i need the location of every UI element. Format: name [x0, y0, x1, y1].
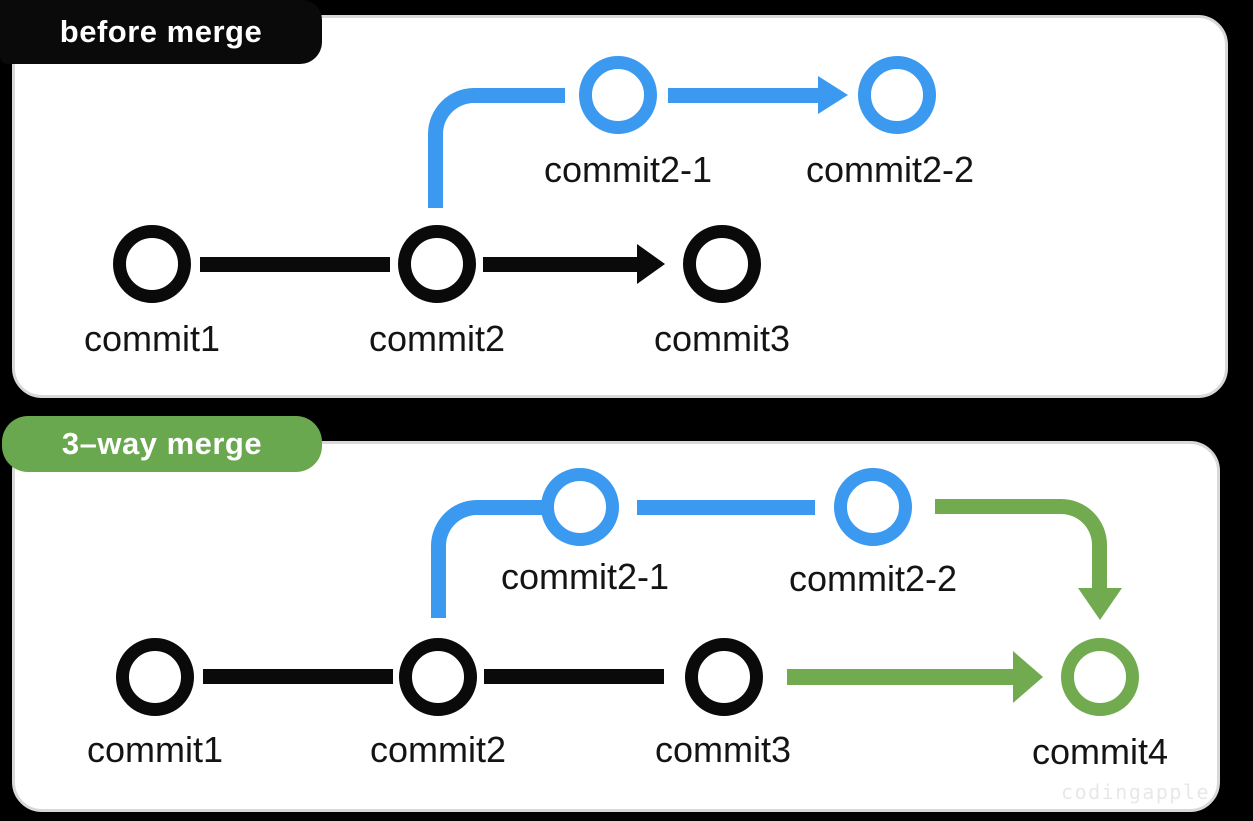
edge-commit1-commit2 [200, 257, 390, 272]
node-commit2-1 [579, 56, 657, 134]
label-commit1: commit1 [83, 318, 221, 359]
branch-curve-commit2-commit2-1-merge [431, 500, 542, 618]
label-commit2-2: commit2-2 [805, 149, 975, 190]
label-commit1-merge: commit1 [86, 729, 224, 770]
node-commit3-merge [685, 638, 763, 716]
watermark: codingapple [1061, 780, 1210, 804]
label-commit3-merge: commit3 [654, 729, 792, 770]
badge-before-merge-label: before merge [59, 14, 263, 49]
node-commit3 [683, 225, 761, 303]
arrowhead-commit2-2-commit4 [1078, 588, 1122, 620]
badge-3way-merge: 3–way merge [2, 416, 322, 472]
arrowhead-commit2-commit3 [637, 244, 665, 284]
node-commit2-merge [399, 638, 477, 716]
merge-curve-commit2-2-commit4 [935, 499, 1107, 591]
node-commit2 [398, 225, 476, 303]
label-commit2: commit2 [368, 318, 506, 359]
node-commit2-2-merge [834, 468, 912, 546]
label-commit4: commit4 [1031, 731, 1169, 772]
label-commit3: commit3 [653, 318, 791, 359]
branch-curve-commit2-commit2-1 [428, 88, 565, 208]
label-commit2-2-merge: commit2-2 [788, 558, 958, 599]
node-commit1 [113, 225, 191, 303]
edge-commit1-commit2-merge [203, 669, 393, 684]
label-commit2-1: commit2-1 [543, 149, 713, 190]
edge-commit2-commit3 [483, 257, 637, 272]
node-commit2-2 [858, 56, 936, 134]
label-commit2-1-merge: commit2-1 [500, 556, 670, 597]
node-commit4 [1061, 638, 1139, 716]
badge-3way-merge-label: 3–way merge [61, 426, 263, 461]
edge-commit2-1-commit2-2 [668, 88, 818, 103]
edge-commit2-1-commit2-2-merge [637, 500, 815, 515]
badge-before-merge: before merge [0, 0, 322, 64]
arrowhead-commit2-1-commit2-2 [818, 76, 848, 114]
arrowhead-commit3-commit4 [1013, 651, 1043, 703]
node-commit2-1-merge [541, 468, 619, 546]
edge-commit3-commit4 [787, 669, 1013, 685]
label-commit2-merge: commit2 [369, 729, 507, 770]
edge-commit2-commit3-merge [484, 669, 664, 684]
node-commit1-merge [116, 638, 194, 716]
